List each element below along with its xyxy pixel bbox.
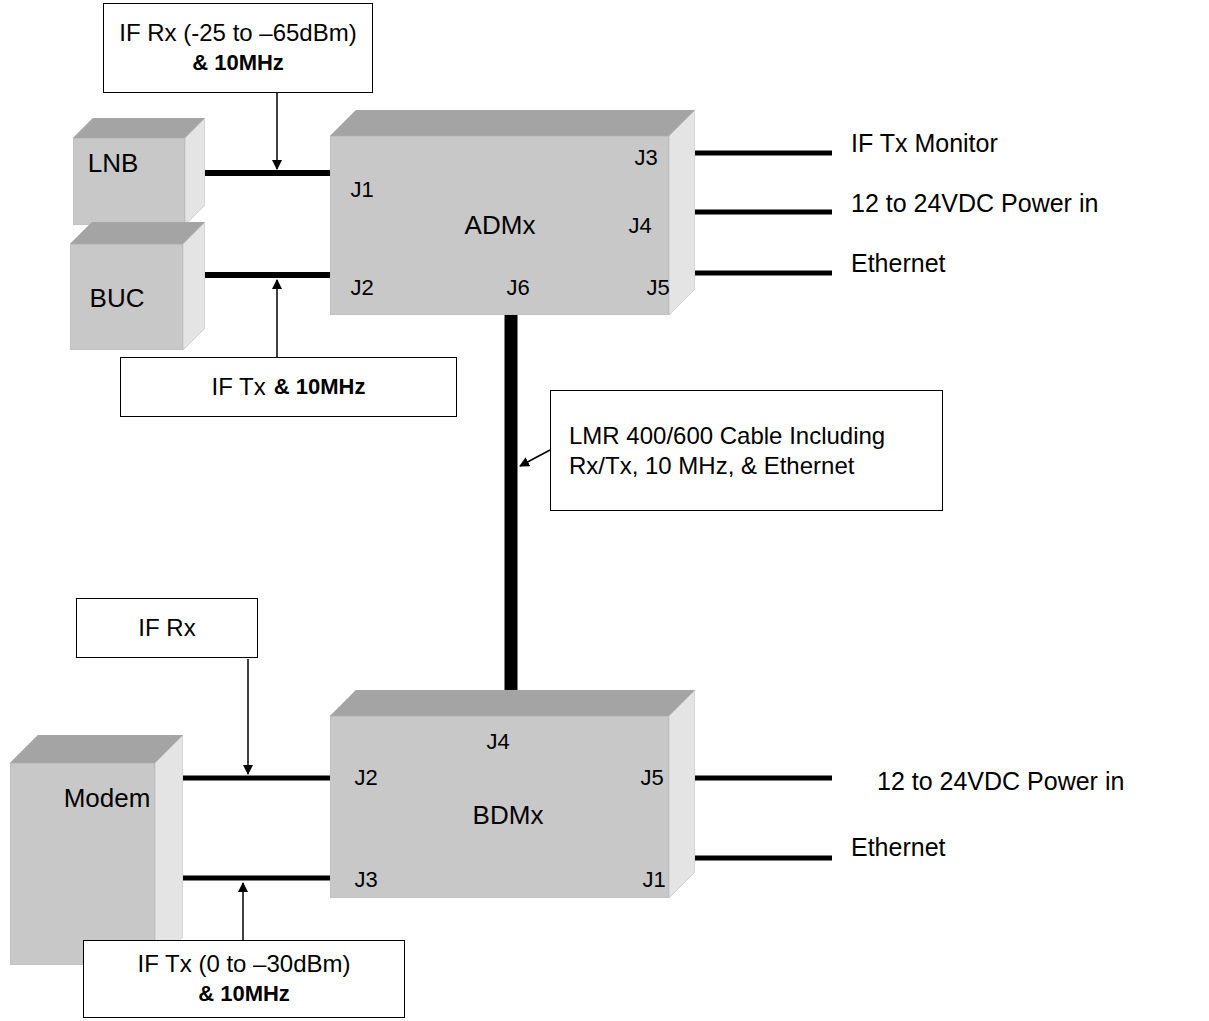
pin-label: J4 xyxy=(486,727,509,757)
unit-name: BUC xyxy=(90,283,145,313)
leader-arrow xyxy=(242,883,244,940)
port-label: Ethernet xyxy=(851,248,946,278)
side-face xyxy=(185,118,205,225)
top-face xyxy=(73,118,205,138)
pin-label: J3 xyxy=(354,865,377,895)
port-label: 12 to 24VDC Power in xyxy=(851,188,1098,218)
top-face xyxy=(330,110,695,136)
pin-label: J2 xyxy=(354,763,377,793)
side-face xyxy=(669,690,695,898)
port-label: 12 to 24VDC Power in xyxy=(877,766,1124,796)
pin-label: J2 xyxy=(350,273,373,303)
lnb-box: LNB xyxy=(73,118,205,225)
pin-label: J1 xyxy=(350,175,373,205)
side-face xyxy=(183,222,205,350)
front-face xyxy=(330,136,669,315)
if-cable xyxy=(183,776,330,781)
leader-arrow xyxy=(276,93,278,169)
leader-arrow xyxy=(520,450,550,466)
port-label: IF Tx Monitor xyxy=(851,128,998,158)
if-cable xyxy=(183,876,330,881)
pin-label: J1 xyxy=(642,865,665,895)
monitor-line xyxy=(680,151,832,156)
leader-arrow xyxy=(247,659,249,774)
unit-name: ADMx xyxy=(465,210,536,240)
top-face xyxy=(70,222,205,244)
port-label: Ethernet xyxy=(851,832,946,862)
callout-box: IF Tx (0 to –30dBm)& 10MHz xyxy=(83,940,405,1018)
callout-text: LMR 400/600 Cable Including Rx/Tx, 10 MH… xyxy=(569,421,924,481)
box-shape xyxy=(10,735,183,965)
pin-label: J3 xyxy=(634,143,657,173)
buc-box: BUC xyxy=(70,222,205,350)
callout-text: IF Tx xyxy=(212,372,266,402)
callout-text-bold: & 10MHz xyxy=(192,48,284,78)
power-line xyxy=(680,210,832,215)
lmr-cable xyxy=(505,315,518,690)
callout-box: LMR 400/600 Cable Including Rx/Tx, 10 MH… xyxy=(550,390,943,511)
front-face xyxy=(70,244,183,350)
leader-arrow xyxy=(276,280,278,357)
callout-box: IF Rx (-25 to –65dBm)& 10MHz xyxy=(103,3,373,93)
top-face xyxy=(10,735,183,763)
callout-text: IF Tx (0 to –30dBm) xyxy=(138,949,351,979)
pin-label: J4 xyxy=(628,211,651,241)
front-face xyxy=(73,138,185,225)
callout-box: IF Rx xyxy=(76,598,258,658)
top-face xyxy=(330,690,695,716)
unit-name: BDMx xyxy=(473,800,544,830)
pin-label: J5 xyxy=(646,273,669,303)
side-face xyxy=(669,110,695,315)
box-shape xyxy=(330,690,695,898)
side-face xyxy=(155,735,183,965)
callout-text: IF Rx xyxy=(138,613,195,643)
if-cable xyxy=(205,170,330,176)
callout-text-bold: & 10MHz xyxy=(274,372,366,402)
bdmx-unit: BDMx xyxy=(330,690,695,898)
unit-name: LNB xyxy=(88,148,139,178)
modem-box: Modem xyxy=(10,735,183,965)
if-cable xyxy=(205,272,330,278)
pin-label: J6 xyxy=(506,273,529,303)
front-face xyxy=(330,716,669,898)
callout-box: IF Tx & 10MHz xyxy=(120,357,457,417)
pin-label: J5 xyxy=(640,763,663,793)
callout-text: IF Rx (-25 to –65dBm) xyxy=(119,18,356,48)
front-face xyxy=(10,763,155,965)
unit-name: Modem xyxy=(64,783,151,813)
callout-text-bold: & 10MHz xyxy=(198,979,290,1009)
